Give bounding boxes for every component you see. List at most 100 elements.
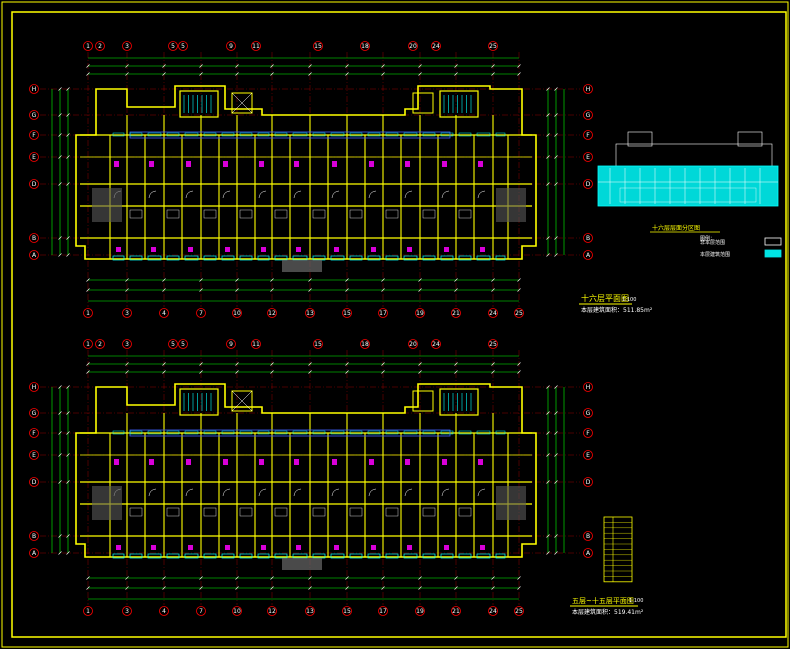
axis-label-left: H: [32, 86, 37, 93]
room-furniture: [274, 209, 288, 219]
axis-bubble-left: [29, 110, 39, 120]
door-swing: [331, 190, 340, 199]
dimension-tick: [162, 64, 166, 68]
dimension-tick: [308, 362, 312, 366]
door-swing: [222, 488, 231, 497]
window-north: [495, 430, 506, 435]
door-swing: [404, 488, 413, 497]
room-furniture: [203, 507, 217, 517]
room-furniture: [129, 507, 143, 517]
terrace-area: [92, 486, 122, 520]
dimension-tick: [235, 586, 239, 590]
fixture-magenta: [151, 545, 156, 550]
axis-bubble-bottom: [267, 308, 277, 318]
dimension-tick: [454, 370, 458, 374]
fixture-magenta: [478, 459, 483, 465]
window-north: [203, 430, 217, 435]
dimension-tick: [546, 113, 550, 117]
axis-label-top: 1: [86, 43, 90, 50]
elevator-shaft: [412, 92, 434, 114]
window-south: [203, 553, 217, 559]
window-south: [422, 255, 436, 261]
dimension-tick: [86, 362, 90, 366]
dimension-tick: [58, 182, 62, 186]
elevator-shaft: [231, 390, 253, 412]
window-south: [495, 255, 506, 261]
window-north: [184, 430, 199, 435]
dimension-tick: [554, 155, 558, 159]
axis-bubble-top: [168, 339, 178, 349]
axis-bubble-top: [83, 339, 93, 349]
fixture-magenta: [261, 545, 266, 550]
fixture-magenta: [405, 161, 410, 167]
door-swing: [258, 190, 267, 199]
dimension-tick: [418, 288, 422, 292]
dimension-tick: [66, 385, 70, 389]
dimension-tick: [345, 362, 349, 366]
window-north: [403, 132, 418, 137]
axis-bubble-left: [29, 233, 39, 243]
dimension-tick: [125, 362, 129, 366]
axis-label-bottom: 13: [306, 310, 314, 317]
plan-caption-lower: 五层~十五层平面图 1:100 本层建筑面积：519.41m²: [570, 596, 644, 616]
fixture-magenta: [369, 459, 374, 465]
axis-label-left: G: [32, 410, 37, 417]
fixture-magenta: [296, 247, 301, 252]
axis-bubble-left: [29, 250, 39, 260]
axis-bubble-right: [583, 179, 593, 189]
fixture-magenta: [259, 459, 264, 465]
dimension-tick: [546, 155, 550, 159]
axis-label-bottom: 1: [86, 310, 90, 317]
dimension-tick: [58, 411, 62, 415]
dimension-tick: [66, 113, 70, 117]
axis-label-bottom: 12: [268, 310, 276, 317]
axis-label-top: 25: [489, 43, 497, 50]
entrance-slab: [282, 260, 322, 272]
keyplan-floor-area: [597, 165, 779, 207]
key-plan-title: 十六层层面分区图: [652, 224, 700, 232]
dimension-tick: [86, 586, 90, 590]
axis-label-left: B: [32, 235, 36, 242]
door-swing: [477, 488, 486, 497]
room-furniture: [349, 507, 363, 517]
axis-bubble-top: [226, 41, 236, 51]
dimension-tick: [554, 411, 558, 415]
dimension-tick: [546, 253, 550, 257]
door-swing: [441, 190, 450, 199]
room-furniture: [422, 209, 436, 219]
axis-bubble-right: [583, 450, 593, 460]
fixture-magenta: [480, 247, 485, 252]
axis-label-right: E: [586, 452, 590, 459]
window-north: [312, 430, 326, 435]
dimension-tick: [491, 72, 495, 76]
axis-bubble-top: [83, 41, 93, 51]
terrace-area: [496, 188, 526, 222]
dimension-tick: [308, 64, 312, 68]
window-south: [147, 553, 162, 559]
window-south: [203, 255, 217, 261]
dimension-tick: [162, 72, 166, 76]
dimension-tick: [546, 385, 550, 389]
key-plan[interactable]: [597, 131, 779, 207]
window-north: [330, 132, 345, 137]
fixture-magenta: [149, 459, 154, 465]
dimension-tick: [554, 431, 558, 435]
window-south: [257, 553, 270, 559]
dimension-tick: [381, 576, 385, 580]
fixture-magenta: [294, 161, 299, 167]
axis-label-top: 5: [181, 43, 185, 50]
fixture-magenta: [225, 247, 230, 252]
dimension-tick: [454, 288, 458, 292]
axis-label-bottom: 21: [452, 310, 460, 317]
axis-bubble-right: [583, 250, 593, 260]
dimension-tick: [235, 72, 239, 76]
axis-label-top: 20: [409, 341, 417, 348]
dimension-tick: [58, 551, 62, 555]
dimension-tick: [345, 370, 349, 374]
axis-bubble-left: [29, 179, 39, 189]
dimension-tick: [66, 431, 70, 435]
axis-label-top: 20: [409, 43, 417, 50]
